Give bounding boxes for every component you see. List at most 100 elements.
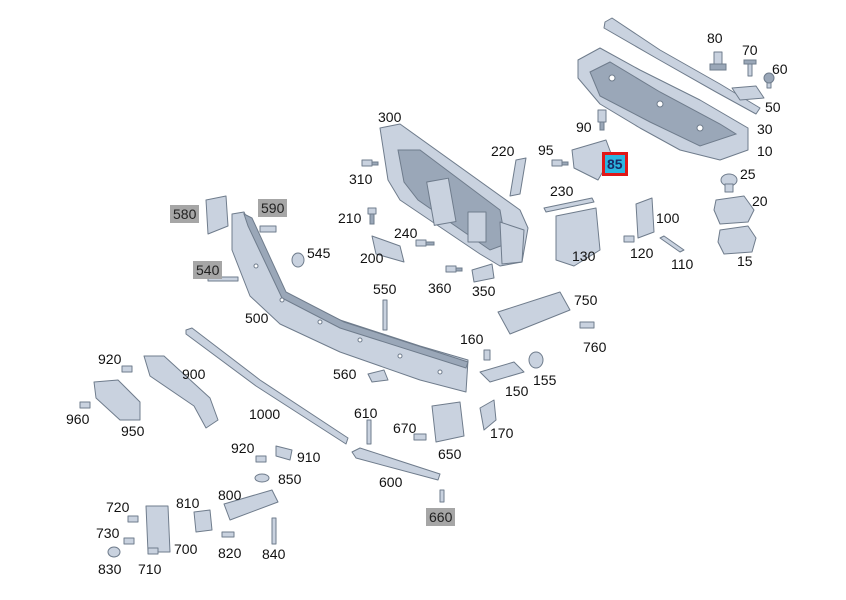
part-label-850[interactable]: 850 <box>278 471 302 487</box>
part-label-210[interactable]: 210 <box>338 210 362 226</box>
part-label-20[interactable]: 20 <box>752 193 768 209</box>
nut-part <box>528 351 544 369</box>
part-label-670[interactable]: 670 <box>393 420 417 436</box>
part-label-50[interactable]: 50 <box>765 99 781 115</box>
latch-part <box>713 173 757 255</box>
small-bracket-part <box>731 85 765 101</box>
part-label-550[interactable]: 550 <box>373 281 397 297</box>
part-label-545[interactable]: 545 <box>307 245 331 261</box>
part-label-70[interactable]: 70 <box>742 42 758 58</box>
screw-part <box>579 321 595 329</box>
part-label-120[interactable]: 120 <box>630 245 654 261</box>
part-label-110[interactable]: 110 <box>671 256 694 272</box>
part-label-200[interactable]: 200 <box>360 250 384 266</box>
part-label-85-highlighted[interactable]: 85 <box>602 152 628 176</box>
screw-part <box>123 537 135 545</box>
screw-part <box>361 159 379 167</box>
part-label-700[interactable]: 700 <box>174 541 198 557</box>
part-label-240[interactable]: 240 <box>394 225 418 241</box>
part-label-560[interactable]: 560 <box>333 366 357 382</box>
screw-part <box>147 547 159 555</box>
radiator-support-part <box>379 123 529 267</box>
part-label-150[interactable]: 150 <box>505 383 529 399</box>
screw-part <box>439 489 445 503</box>
brace-part <box>509 157 527 197</box>
bracket-part <box>93 379 141 421</box>
part-label-900[interactable]: 900 <box>182 366 206 382</box>
bracket-part <box>371 235 405 263</box>
part-label-920[interactable]: 920 <box>98 351 122 367</box>
part-label-760[interactable]: 760 <box>583 339 607 355</box>
part-label-650[interactable]: 650 <box>438 446 462 462</box>
part-label-810[interactable]: 810 <box>176 495 200 511</box>
bumper-beam-part <box>231 211 469 393</box>
brace-part <box>543 197 595 213</box>
part-label-30[interactable]: 30 <box>757 121 773 137</box>
part-label-800[interactable]: 800 <box>218 487 242 503</box>
part-label-310[interactable]: 310 <box>349 171 373 187</box>
part-label-920[interactable]: 920 <box>231 440 255 456</box>
part-label-820[interactable]: 820 <box>218 545 242 561</box>
part-label-1000[interactable]: 1000 <box>249 406 281 422</box>
part-label-300[interactable]: 300 <box>378 109 402 125</box>
part-label-90[interactable]: 90 <box>576 119 592 135</box>
clip-part <box>471 263 495 283</box>
bracket-part <box>193 509 213 533</box>
part-label-590[interactable]: 590 <box>258 199 288 217</box>
bolt-part <box>207 276 239 282</box>
screw-part <box>127 515 139 523</box>
part-label-830[interactable]: 830 <box>98 561 122 577</box>
part-label-710[interactable]: 710 <box>138 561 162 577</box>
part-label-160[interactable]: 160 <box>460 331 484 347</box>
bracket-part <box>555 207 601 267</box>
part-label-220[interactable]: 220 <box>491 143 515 159</box>
clamp-part <box>479 399 497 431</box>
part-label-350[interactable]: 350 <box>472 283 496 299</box>
part-label-230[interactable]: 230 <box>550 183 574 199</box>
bracket-part <box>223 489 279 521</box>
part-label-750[interactable]: 750 <box>574 292 598 308</box>
part-label-730[interactable]: 730 <box>96 525 120 541</box>
part-label-600[interactable]: 600 <box>379 474 403 490</box>
part-label-540[interactable]: 540 <box>193 261 223 279</box>
bracket-part <box>635 197 655 239</box>
screw-part <box>121 365 133 373</box>
part-label-130[interactable]: 130 <box>572 248 596 264</box>
part-label-660[interactable]: 660 <box>426 508 456 526</box>
part-label-80[interactable]: 80 <box>707 30 723 46</box>
screw-part <box>483 349 491 361</box>
part-label-15[interactable]: 15 <box>737 253 753 269</box>
bracket-part <box>205 195 229 235</box>
screw-part <box>551 109 607 167</box>
part-label-960[interactable]: 960 <box>66 411 90 427</box>
part-label-10[interactable]: 10 <box>757 143 773 159</box>
part-label-100[interactable]: 100 <box>656 210 680 226</box>
nut-part <box>254 473 270 483</box>
part-label-840[interactable]: 840 <box>262 546 286 562</box>
part-label-155[interactable]: 155 <box>533 372 557 388</box>
bolt-part <box>271 517 277 545</box>
part-label-610[interactable]: 610 <box>354 405 378 421</box>
bracket-part <box>431 401 465 443</box>
part-label-60[interactable]: 60 <box>772 61 788 77</box>
part-label-910[interactable]: 910 <box>297 449 321 465</box>
part-label-360[interactable]: 360 <box>428 280 452 296</box>
screw-part <box>709 51 775 89</box>
part-label-500[interactable]: 500 <box>245 310 269 326</box>
upper-cross-member-part <box>577 47 749 161</box>
screw-part <box>259 225 277 233</box>
part-label-720[interactable]: 720 <box>106 499 130 515</box>
part-label-950[interactable]: 950 <box>121 423 145 439</box>
screw-part <box>221 531 235 538</box>
part-label-95[interactable]: 95 <box>538 142 554 158</box>
bracket-part <box>479 361 525 383</box>
clip-part <box>367 369 389 383</box>
part-label-580[interactable]: 580 <box>170 205 200 223</box>
part-label-170[interactable]: 170 <box>490 425 514 441</box>
bracket-part <box>145 505 171 553</box>
nut-part <box>107 546 121 558</box>
bolt-part <box>382 299 388 331</box>
part-label-25[interactable]: 25 <box>740 166 756 182</box>
